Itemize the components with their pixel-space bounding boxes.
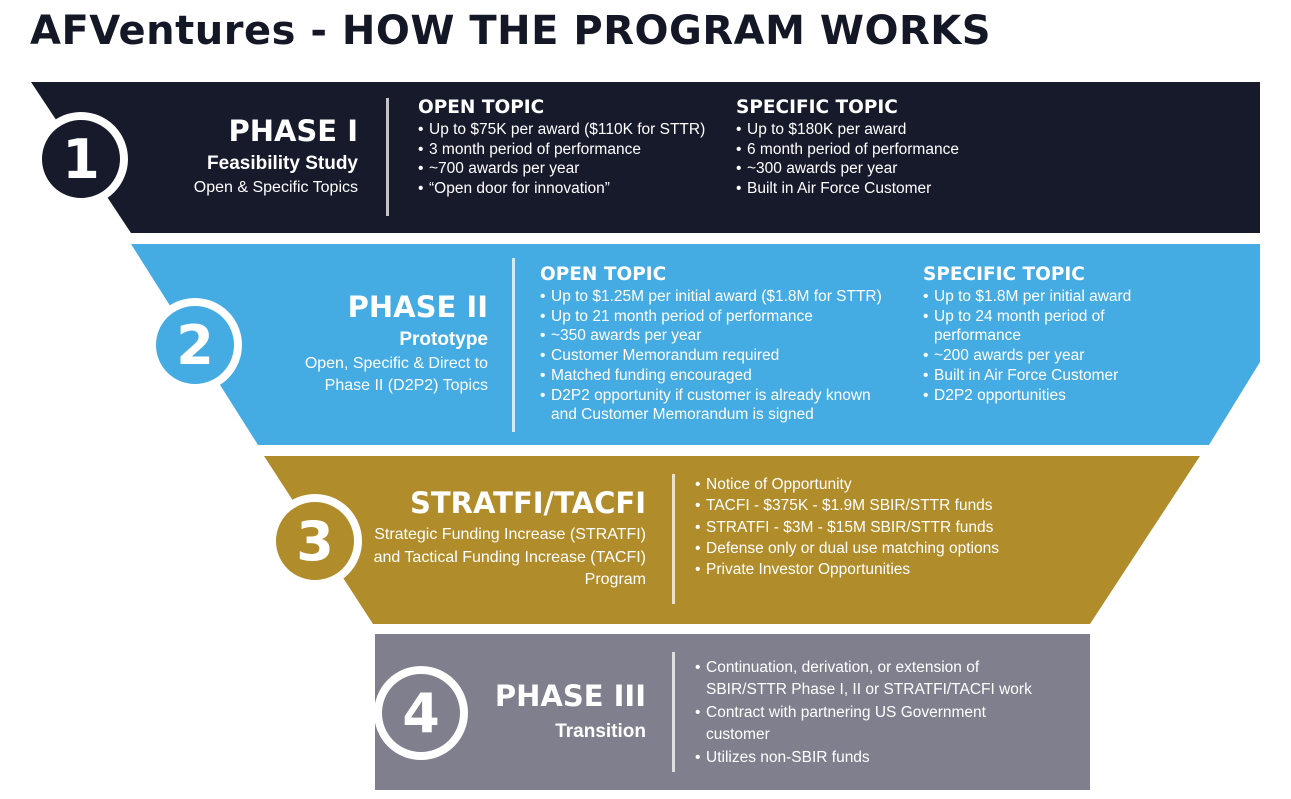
list-item: Contract with partnering US Government c… xyxy=(695,702,1040,747)
phase1-open-topic: OPEN TOPIC Up to $75K per award ($110K f… xyxy=(418,97,718,199)
list-item: ~700 awards per year xyxy=(418,159,718,179)
phase4-summary: PHASE III Transition xyxy=(470,677,646,745)
phase3-name: STRATFI/TACFI xyxy=(409,486,646,520)
phase2-description: Open, Specific & Direct to Phase II (D2P… xyxy=(304,355,488,394)
phase1-number-badge: 1 xyxy=(34,112,128,206)
list-item: Defense only or dual use matching option… xyxy=(695,538,1055,560)
phase4-details: Continuation, derivation, or extension o… xyxy=(695,657,1040,769)
list-item: ~300 awards per year xyxy=(736,159,1036,179)
list-item: TACFI - $375K - $1.9M SBIR/STTR funds xyxy=(695,495,1055,517)
phase2-specific-topic-list: Up to $1.8M per initial award Up to 24 m… xyxy=(923,287,1145,405)
phase3-divider xyxy=(672,474,675,604)
phase1-summary: PHASE I Feasibility Study Open & Specifi… xyxy=(150,112,358,199)
phase3-details-list: Notice of Opportunity TACFI - $375K - $1… xyxy=(695,474,1055,581)
list-item: Customer Memorandum required xyxy=(540,346,900,366)
phase1-specific-topic-heading: SPECIFIC TOPIC xyxy=(736,97,898,118)
phase4-number-badge: 4 xyxy=(374,666,468,760)
phase2-name: PHASE II xyxy=(347,290,488,324)
list-item: Up to 24 month period of performance xyxy=(923,307,1145,346)
list-item: Notice of Opportunity xyxy=(695,474,1055,496)
phase2-number-badge: 2 xyxy=(148,298,242,392)
list-item: 6 month period of performance xyxy=(736,140,1036,160)
page-title: AFVentures - HOW THE PROGRAM WORKS xyxy=(30,8,992,54)
list-item: Up to $1.8M per initial award xyxy=(923,287,1145,307)
phase2-specific-topic: SPECIFIC TOPIC Up to $1.8M per initial a… xyxy=(923,264,1145,405)
phase3-details: Notice of Opportunity TACFI - $375K - $1… xyxy=(695,474,1055,581)
list-item: Up to $75K per award ($110K for STTR) xyxy=(418,120,718,140)
list-item: Utilizes non-SBIR funds xyxy=(695,747,1040,770)
list-item: D2P2 opportunities xyxy=(923,386,1145,406)
phase2-open-topic-heading: OPEN TOPIC xyxy=(540,264,667,285)
list-item: 3 month period of performance xyxy=(418,140,718,160)
list-item: D2P2 opportunity if customer is already … xyxy=(540,386,900,425)
list-item: Up to 21 month period of performance xyxy=(540,307,900,327)
list-item: Up to $1.25M per initial award ($1.8M fo… xyxy=(540,287,900,307)
phase1-description: Open & Specific Topics xyxy=(193,179,358,196)
phase4-name: PHASE III xyxy=(494,679,646,713)
phase4-details-list: Continuation, derivation, or extension o… xyxy=(695,657,1040,769)
phase1-name: PHASE I xyxy=(228,114,358,148)
phase1-specific-topic: SPECIFIC TOPIC Up to $180K per award 6 m… xyxy=(736,97,1036,199)
phase2-specific-topic-heading: SPECIFIC TOPIC xyxy=(923,264,1085,285)
phase1-open-topic-heading: OPEN TOPIC xyxy=(418,97,545,118)
list-item: STRATFI - $3M - $15M SBIR/STTR funds xyxy=(695,517,1055,539)
phase2-summary: PHASE II Prototype Open, Specific & Dire… xyxy=(260,288,488,397)
phase3-summary: STRATFI/TACFI Strategic Funding Increase… xyxy=(372,484,646,592)
phase2-open-topic: OPEN TOPIC Up to $1.25M per initial awar… xyxy=(540,264,900,425)
phase1-divider xyxy=(386,98,389,216)
list-item: Private Investor Opportunities xyxy=(695,559,1055,581)
phase4-divider xyxy=(672,652,675,772)
list-item: ~200 awards per year xyxy=(923,346,1145,366)
list-item: Built in Air Force Customer xyxy=(736,179,1036,199)
phase1-open-topic-list: Up to $75K per award ($110K for STTR) 3 … xyxy=(418,120,718,199)
list-item: ~350 awards per year xyxy=(540,326,900,346)
list-item: Continuation, derivation, or extension o… xyxy=(695,657,1040,702)
list-item: Up to $180K per award xyxy=(736,120,1036,140)
phase4-subtitle: Transition xyxy=(555,721,646,742)
list-item: Built in Air Force Customer xyxy=(923,366,1145,386)
phase2-subtitle: Prototype xyxy=(399,329,488,350)
phase3-description: Strategic Funding Increase (STRATFI) and… xyxy=(373,526,646,588)
phase1-subtitle: Feasibility Study xyxy=(207,153,358,174)
phase3-number-badge: 3 xyxy=(268,494,362,588)
list-item: “Open door for innovation” xyxy=(418,179,718,199)
phase1-specific-topic-list: Up to $180K per award 6 month period of … xyxy=(736,120,1036,199)
phase2-open-topic-list: Up to $1.25M per initial award ($1.8M fo… xyxy=(540,287,900,425)
phase2-divider xyxy=(512,258,515,432)
list-item: Matched funding encouraged xyxy=(540,366,900,386)
